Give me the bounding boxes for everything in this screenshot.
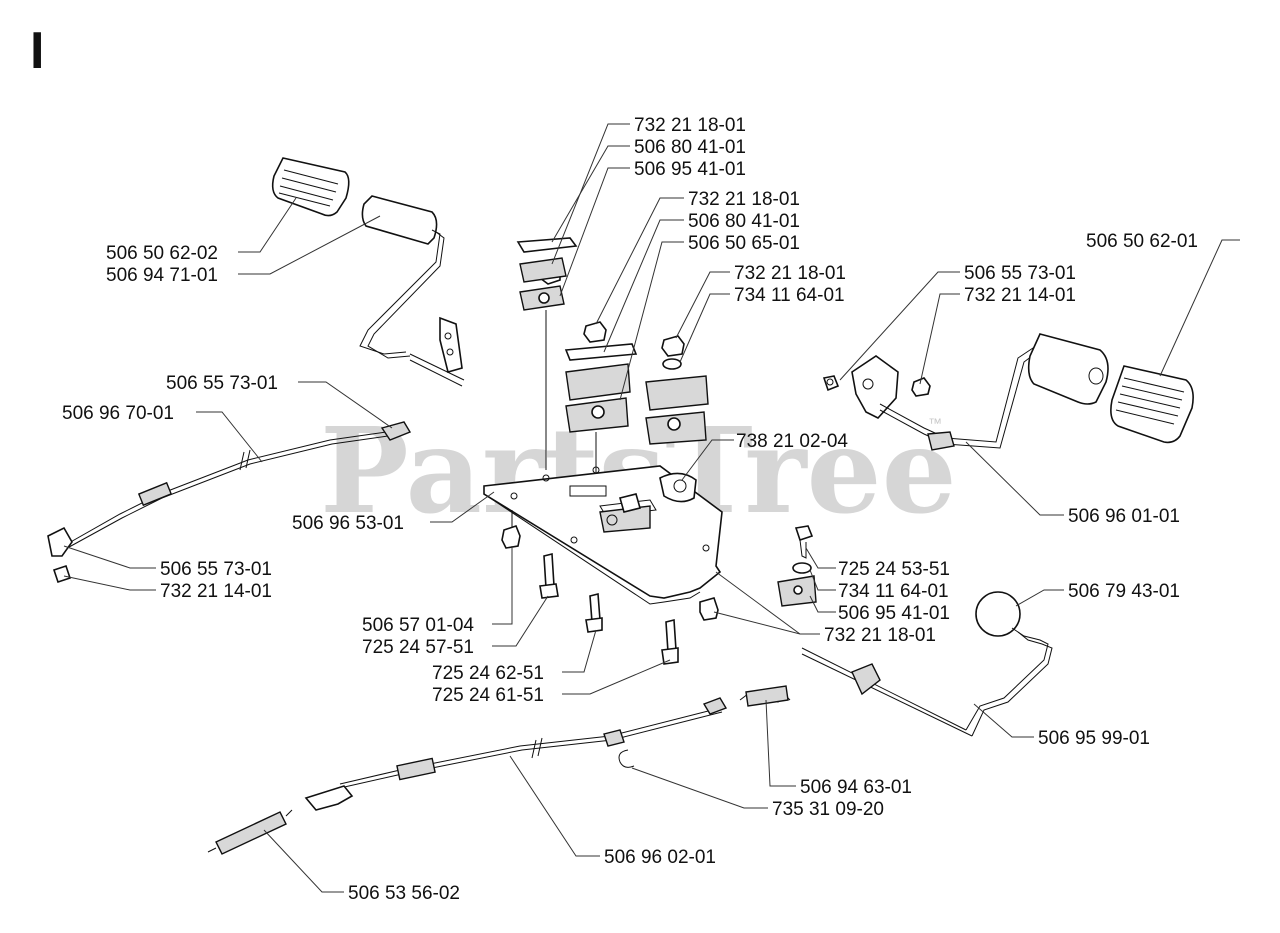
left-pedal-pad[interactable] [271, 157, 350, 217]
right-pedal-assembly[interactable] [822, 333, 1109, 451]
spring-right[interactable] [739, 685, 791, 707]
right-pedal-pad[interactable] [1110, 365, 1194, 444]
callout-20[interactable]: 725 24 53-51 [838, 559, 950, 580]
callout-labels: 732 21 18-01 506 80 41-01 506 95 41-01 7… [62, 115, 1198, 904]
callout-18[interactable]: 506 55 73-01 [160, 559, 272, 580]
spring-left[interactable] [207, 809, 293, 855]
callout-17[interactable]: 506 96 01-01 [1068, 506, 1180, 527]
center-mounting-plate[interactable] [483, 465, 723, 605]
callout-5[interactable]: 506 50 65-01 [688, 233, 800, 254]
callout-28[interactable]: 725 24 61-51 [432, 685, 544, 706]
callout-6[interactable]: 732 21 18-01 [734, 263, 846, 284]
plate-bolts[interactable] [501, 510, 719, 665]
callout-31[interactable]: 735 31 09-20 [772, 799, 884, 820]
callout-1[interactable]: 506 80 41-01 [634, 137, 746, 158]
shift-rod-with-knob[interactable] [801, 591, 1053, 737]
callout-24[interactable]: 506 57 01-04 [362, 615, 474, 636]
top-bushing-stack[interactable] [516, 237, 709, 475]
callout-13[interactable]: 506 55 73-01 [964, 263, 1076, 284]
bottom-cable[interactable] [304, 697, 728, 811]
callout-33[interactable]: 506 53 56-02 [348, 883, 460, 904]
callout-0[interactable]: 732 21 18-01 [634, 115, 746, 136]
callout-32[interactable]: 506 96 02-01 [604, 847, 716, 868]
callout-15[interactable]: 738 21 02-04 [736, 431, 848, 452]
left-cable[interactable] [47, 421, 412, 584]
callout-21[interactable]: 734 11 64-01 [838, 581, 949, 602]
right-bolt-assembly[interactable] [777, 525, 817, 607]
watermark-tm: ™ [928, 415, 942, 431]
callout-23[interactable]: 506 79 43-01 [1068, 581, 1180, 602]
leader-lines [63, 123, 1240, 893]
callout-7[interactable]: 734 11 64-01 [734, 285, 845, 306]
callout-19[interactable]: 732 21 14-01 [160, 581, 272, 602]
callout-14[interactable]: 506 96 70-01 [62, 403, 174, 424]
callout-3[interactable]: 732 21 18-01 [688, 189, 800, 210]
callout-26[interactable]: 732 21 18-01 [824, 625, 936, 646]
callout-8[interactable]: 506 50 62-02 [106, 243, 218, 264]
callout-16[interactable]: 506 96 53-01 [292, 513, 404, 534]
section-letter: I [30, 22, 44, 80]
callout-9[interactable]: 506 94 71-01 [106, 265, 218, 286]
callout-12[interactable]: 506 50 62-01 [1086, 231, 1198, 252]
callout-11[interactable]: 732 21 14-01 [964, 285, 1076, 306]
left-pedal-arm[interactable] [359, 195, 465, 387]
callout-22[interactable]: 506 95 41-01 [838, 603, 950, 624]
callout-10[interactable]: 506 55 73-01 [166, 373, 278, 394]
callout-30[interactable]: 506 94 63-01 [800, 777, 912, 798]
callout-2[interactable]: 506 95 41-01 [634, 159, 746, 180]
callout-4[interactable]: 506 80 41-01 [688, 211, 800, 232]
callout-25[interactable]: 725 24 57-51 [362, 637, 474, 658]
clip-ring[interactable] [618, 749, 635, 768]
callout-29[interactable]: 506 95 99-01 [1038, 728, 1150, 749]
callout-27[interactable]: 725 24 62-51 [432, 663, 544, 684]
